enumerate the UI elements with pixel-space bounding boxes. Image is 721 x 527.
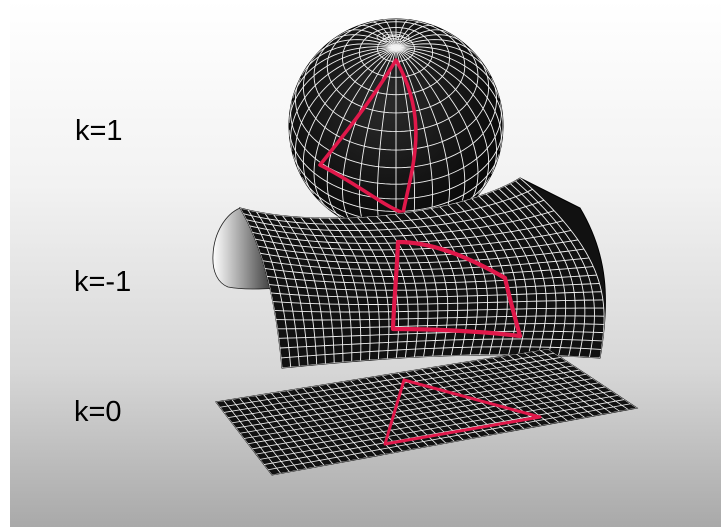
label-positive-curvature: k=1 [75,117,123,146]
label-negative-curvature: k=-1 [74,268,131,297]
label-flat: k=0 [74,398,122,427]
flat-plane-surface [216,349,637,475]
